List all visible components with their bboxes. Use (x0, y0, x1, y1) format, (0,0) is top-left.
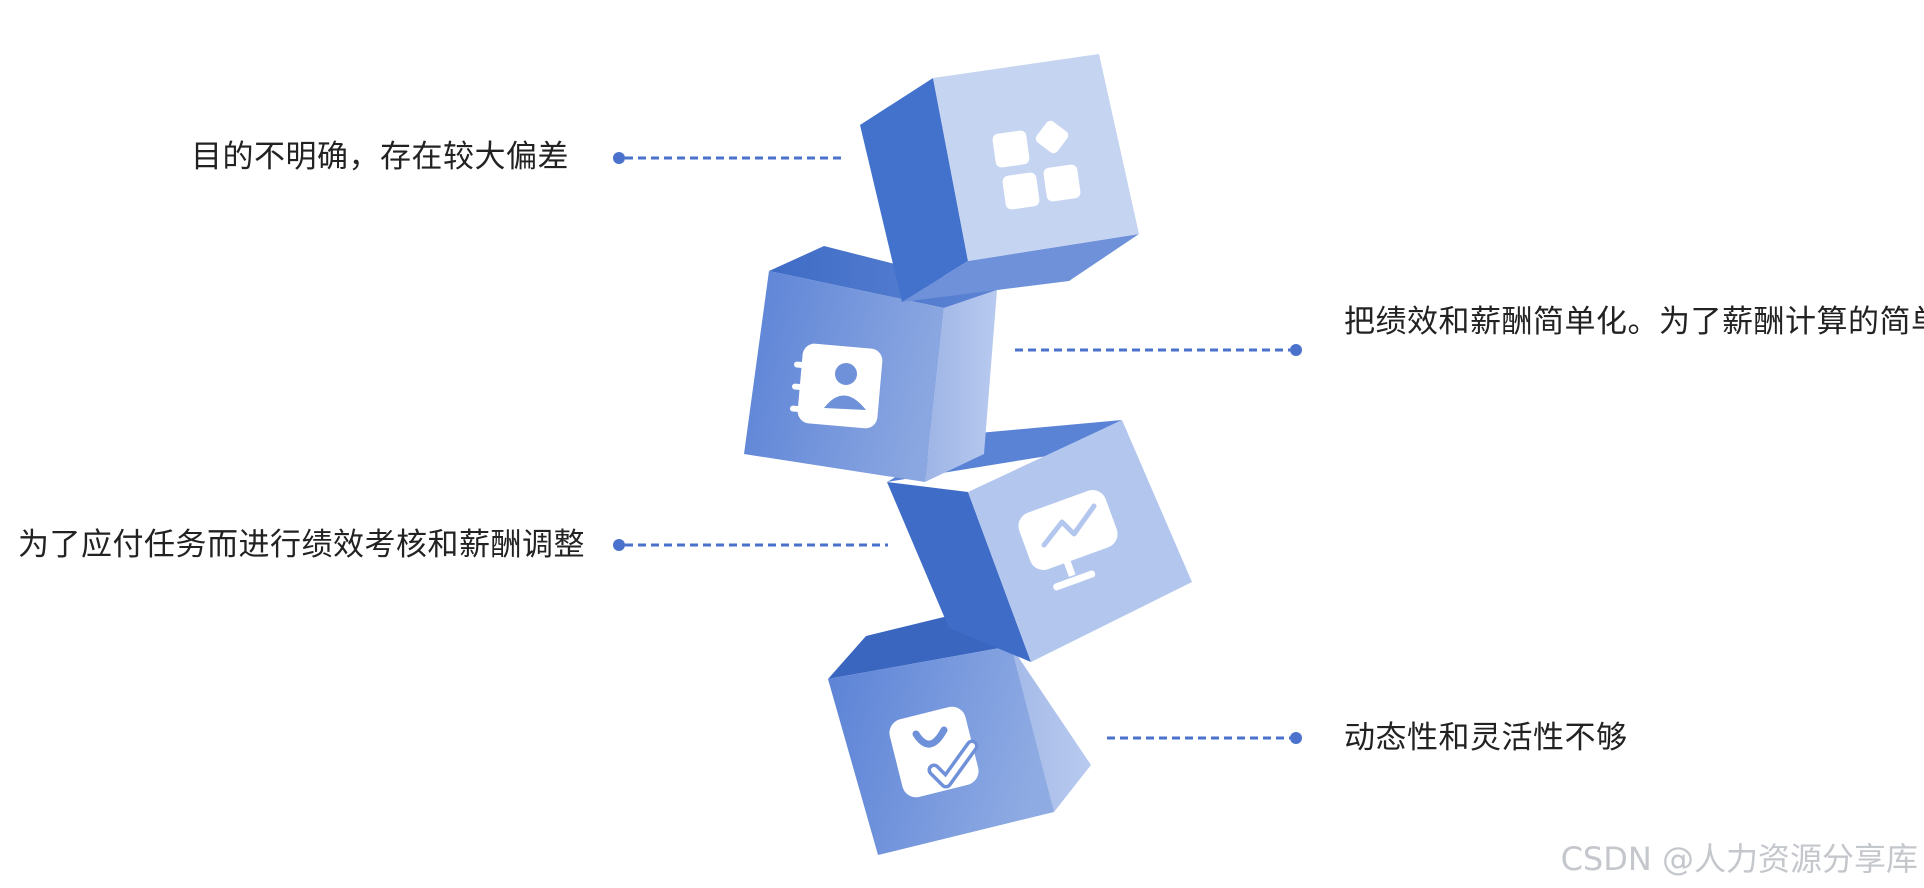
watermark: CSDN @人力资源分享库 (1560, 840, 1918, 878)
cube-left-face (887, 482, 1031, 662)
point-label-3: 为了应付任务而进行绩效考核和薪酬调整 (18, 527, 585, 563)
monitor-chart-icon (1018, 490, 1118, 591)
connector-dot (613, 539, 625, 551)
cube-front-face (933, 54, 1139, 261)
connector-4 (1107, 732, 1302, 744)
cube-2 (744, 246, 997, 482)
connector-2 (1015, 344, 1302, 356)
cube-bottom-face (902, 234, 1139, 302)
cube-1 (860, 54, 1139, 302)
point-label-4: 动态性和灵活性不够 (1344, 720, 1628, 756)
connector-dot (1290, 344, 1302, 356)
shopping-bag-check-icon (889, 706, 979, 798)
cube-side-face (925, 290, 997, 482)
connector-3 (613, 539, 888, 551)
cube-left-face (860, 78, 968, 302)
cube-3 (887, 420, 1192, 662)
point-label-1: 目的不明确，存在较大偏差 (191, 139, 569, 175)
connector-dot (613, 152, 625, 164)
contact-book-icon (790, 343, 883, 429)
connector-1 (613, 152, 845, 164)
cube-4 (828, 616, 1091, 855)
point-label-2: 把绩效和薪酬简单化。为了薪酬计算的简单化 (1344, 304, 1924, 340)
connector-dot (1290, 732, 1302, 744)
apps-grid-icon (992, 120, 1081, 210)
